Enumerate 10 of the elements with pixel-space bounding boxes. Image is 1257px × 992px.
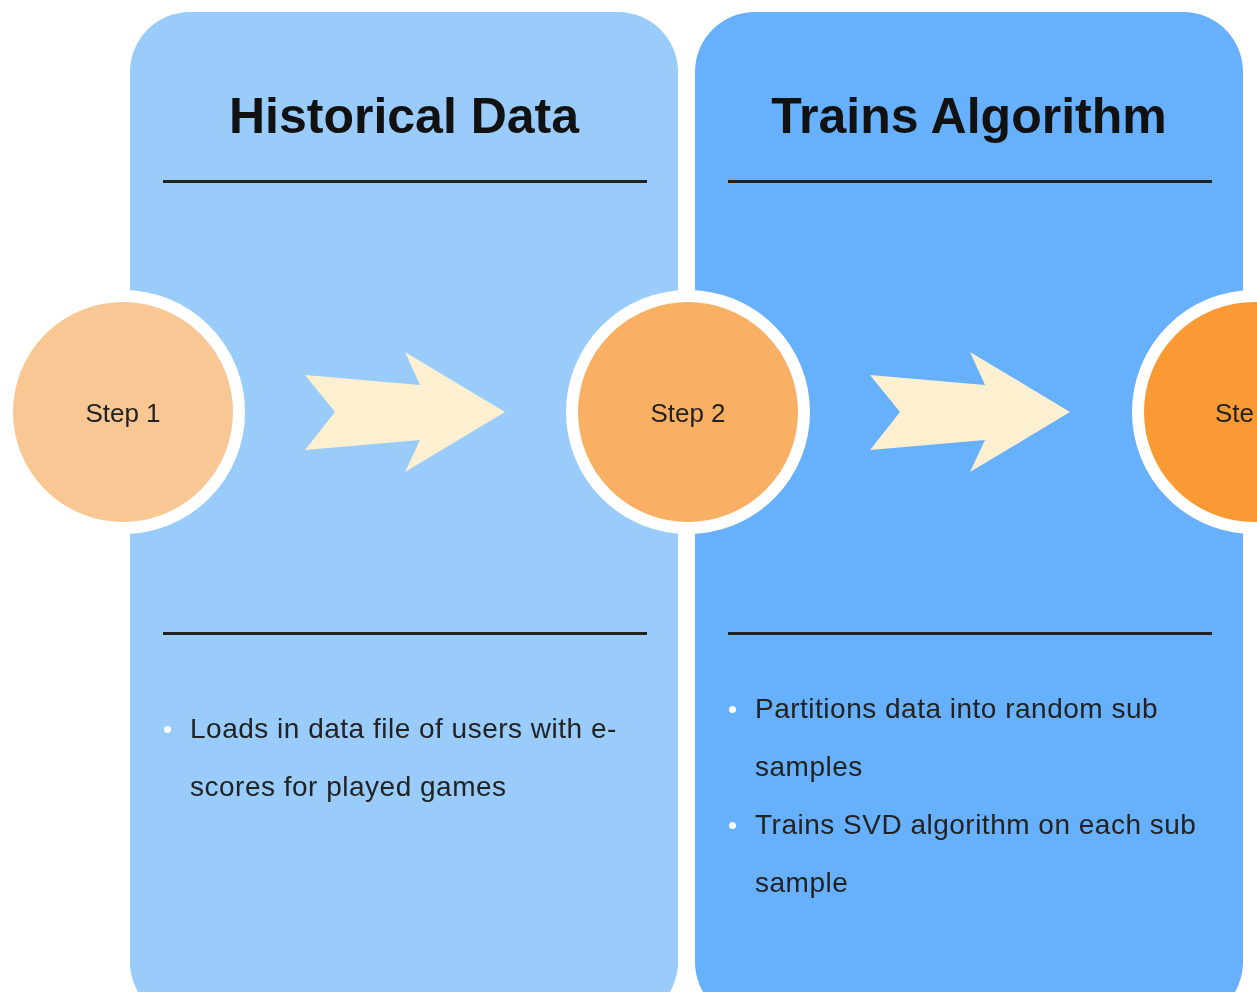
panel-heading: Historical Data [227, 87, 581, 145]
bullet-text: Partitions data into random sub samples [755, 693, 1159, 782]
bullet-text: Loads in data file of users with e-scores for played games [190, 713, 617, 802]
step-label: Step 1 [85, 398, 161, 429]
bullet-text: Trains SVD algorithm on each sub sample [755, 809, 1197, 898]
panel-heading: Trains Algorithm [770, 87, 1168, 145]
step-label: Ste [1215, 398, 1255, 429]
chevron-arrow [870, 352, 1070, 472]
chevron-arrow [305, 352, 505, 472]
step-label: Step 2 [650, 398, 726, 429]
